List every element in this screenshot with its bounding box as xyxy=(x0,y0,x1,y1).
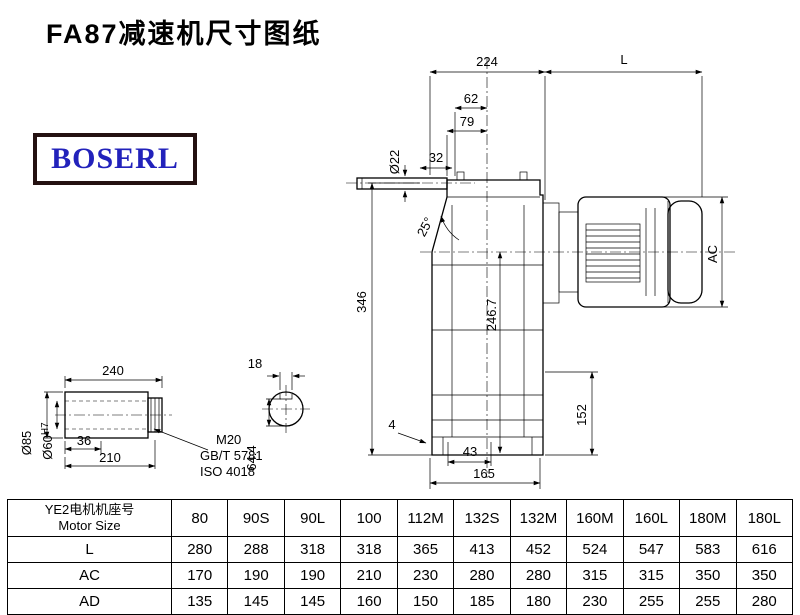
boserl-logo: BOSERL xyxy=(33,133,197,185)
cell: 280 xyxy=(735,588,794,615)
cell: 365 xyxy=(396,536,455,563)
dimension-lines xyxy=(369,69,725,486)
dim-4: 4 xyxy=(388,417,395,432)
cell: 170 xyxy=(170,562,229,589)
cell: 135 xyxy=(170,588,229,615)
cell: 210 xyxy=(340,562,398,589)
cell: 230 xyxy=(566,588,624,615)
dim-152: 152 xyxy=(574,404,589,426)
boserl-logo-text: BOSERL xyxy=(51,142,179,175)
page-title: FA87减速机尺寸图纸 xyxy=(46,19,322,49)
dim-224: 224 xyxy=(476,54,498,69)
cell: 190 xyxy=(283,562,342,589)
table-row-AC: AC 170 190 190 210 230 280 280 315 315 3… xyxy=(7,562,794,589)
dim-240: 240 xyxy=(102,363,124,378)
cell: 160 xyxy=(340,588,398,615)
dim-32: 32 xyxy=(429,150,443,165)
stator-hatch xyxy=(586,229,640,279)
col-header: 90S xyxy=(227,499,285,537)
col-header: 160M xyxy=(566,499,624,537)
cell: 288 xyxy=(227,536,285,563)
col-header: 132M xyxy=(509,499,568,537)
dim-64-4: 64.4 xyxy=(244,445,259,470)
dim-210: 210 xyxy=(99,450,121,465)
row-label: AC xyxy=(7,562,172,589)
cell: 413 xyxy=(453,536,511,563)
dim-hub-dia: Ø85 xyxy=(19,431,34,456)
label-iso-standard: ISO 4018 xyxy=(200,464,255,479)
label-m20: M20 xyxy=(216,432,241,447)
col-header: 160L xyxy=(622,499,681,537)
motor-size-table: YE2电机机座号 Motor Size 80 90S 90L 100 112M … xyxy=(7,499,794,615)
col-header: 100 xyxy=(340,499,398,537)
motor-side-view xyxy=(420,196,735,308)
dim-36: 36 xyxy=(77,433,91,448)
cell: 315 xyxy=(566,562,624,589)
dim-L: L xyxy=(620,52,627,67)
cell: 547 xyxy=(622,536,681,563)
col-header: 80 xyxy=(170,499,229,537)
motor-size-header-en: Motor Size xyxy=(58,518,121,533)
cell: 145 xyxy=(227,588,285,615)
table-row-L: L 280 288 318 318 365 413 452 524 547 58… xyxy=(7,536,794,563)
cell: 280 xyxy=(170,536,229,563)
cell: 350 xyxy=(679,562,737,589)
cell: 318 xyxy=(283,536,342,563)
table-header-row: YE2电机机座号 Motor Size 80 90S 90L 100 112M … xyxy=(7,499,794,537)
cell: 280 xyxy=(453,562,511,589)
shaft-end-view xyxy=(262,372,310,433)
dim-79: 79 xyxy=(460,114,474,129)
col-header: 90L xyxy=(283,499,342,537)
cell: 616 xyxy=(735,536,794,563)
col-header: 180M xyxy=(679,499,737,537)
cell: 255 xyxy=(622,588,681,615)
col-header: 112M xyxy=(396,499,455,537)
gearbox-front-view xyxy=(346,58,544,478)
dim-shaft-dia: Ø22 xyxy=(387,150,402,175)
motor-size-header: YE2电机机座号 Motor Size xyxy=(7,499,172,537)
cell: 180 xyxy=(509,588,568,615)
cell: 230 xyxy=(396,562,455,589)
dim-165: 165 xyxy=(473,466,495,481)
label-gb-standard: GB/T 5781 xyxy=(200,448,263,463)
table-row-AD: AD 135 145 145 160 150 185 180 230 255 2… xyxy=(7,588,794,615)
cell: 190 xyxy=(227,562,285,589)
dim-key-width-18: 18 xyxy=(248,356,262,371)
dim-346: 346 xyxy=(354,291,369,313)
cell: 524 xyxy=(566,536,624,563)
cell: 315 xyxy=(622,562,681,589)
cell: 255 xyxy=(679,588,737,615)
cell: 350 xyxy=(735,562,794,589)
col-header: 132S xyxy=(453,499,511,537)
hollow-shaft-view xyxy=(44,376,209,469)
dim-AC: AC xyxy=(705,245,720,263)
cell: 145 xyxy=(283,588,342,615)
row-label: L xyxy=(7,536,172,563)
extension-lines xyxy=(368,76,728,489)
dim-62: 62 xyxy=(464,91,478,106)
cell: 150 xyxy=(396,588,455,615)
cell: 583 xyxy=(679,536,737,563)
dim-43: 43 xyxy=(463,444,477,459)
technical-drawing: 224 L 62 79 32 Ø22 25° 346 246.7 AC 152 … xyxy=(19,52,735,489)
dim-bore-dia: Ø60H7 xyxy=(40,422,55,460)
cell: 185 xyxy=(453,588,511,615)
col-header: 180L xyxy=(735,499,794,537)
cell: 452 xyxy=(509,536,568,563)
cell: 318 xyxy=(340,536,398,563)
cell: 280 xyxy=(509,562,568,589)
row-label: AD xyxy=(7,588,172,615)
dim-angle-25: 25° xyxy=(414,215,436,239)
dim-246-7: 246.7 xyxy=(484,299,499,332)
motor-size-header-cn: YE2电机机座号 xyxy=(44,501,135,517)
